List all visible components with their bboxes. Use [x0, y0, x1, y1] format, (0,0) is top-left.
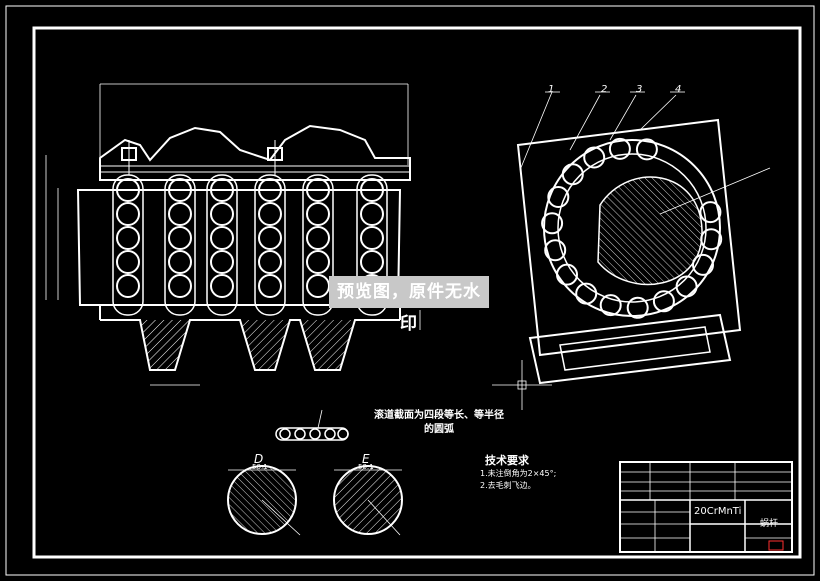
ball	[168, 226, 192, 250]
ball-track	[206, 174, 238, 316]
chain-note: 滚道截面为四段等长、等半径	[374, 410, 504, 421]
ball	[360, 178, 384, 202]
ring-ball	[575, 282, 598, 305]
part-name-label: 蜗杆	[760, 519, 779, 529]
ring-ball	[544, 239, 567, 262]
ball	[258, 226, 282, 250]
callout-1: 1	[548, 84, 555, 95]
tech-requirement-1: 1.未注倒角为2×45°;	[480, 469, 557, 478]
tech-requirement-2: 2.去毛刺飞边。	[480, 481, 536, 490]
ring-ball	[699, 201, 722, 224]
ball	[306, 202, 330, 226]
ball	[306, 250, 330, 274]
ball	[168, 274, 192, 298]
detail-d	[227, 465, 301, 536]
ball	[116, 226, 140, 250]
ball-track	[356, 174, 388, 316]
detail-e	[333, 465, 403, 536]
ball	[210, 226, 234, 250]
ball	[116, 250, 140, 274]
ball	[258, 202, 282, 226]
ball	[116, 274, 140, 298]
ball-track	[164, 174, 196, 316]
callout-3: 3	[636, 84, 643, 95]
ring-ball	[583, 146, 606, 169]
ball-track	[254, 174, 286, 316]
ball	[360, 202, 384, 226]
ball	[210, 202, 234, 226]
ring-ball	[561, 163, 584, 186]
ball	[258, 178, 282, 202]
callout-4: 4	[675, 84, 682, 95]
title-block	[619, 461, 793, 553]
ring-ball	[547, 186, 570, 208]
ball	[210, 250, 234, 274]
ring-ball	[700, 228, 723, 251]
detail-e-letter: E	[362, 452, 370, 466]
ball	[168, 202, 192, 226]
worm-side-view	[492, 91, 771, 410]
ball-track	[112, 174, 144, 316]
ball	[116, 178, 140, 202]
ring-ball	[675, 275, 698, 298]
ball	[258, 274, 282, 298]
ring-ball	[608, 137, 631, 160]
ball	[306, 274, 330, 298]
ring-ball	[635, 138, 658, 161]
callout-2: 2	[601, 84, 608, 95]
detail-d-scale: 50:1	[252, 463, 268, 471]
ball-track	[302, 174, 334, 316]
sheet-border	[5, 5, 815, 576]
ball	[360, 226, 384, 250]
chain-detail	[275, 409, 349, 441]
ring-ball	[599, 294, 622, 317]
ball	[168, 178, 192, 202]
ball	[258, 250, 282, 274]
worm-front-view	[45, 83, 421, 386]
ball	[210, 178, 234, 202]
preview-watermark: 预览图，原件无水印	[329, 276, 489, 334]
chain-note-2: 的圆弧	[424, 424, 454, 435]
ball	[306, 178, 330, 202]
ring-ball	[541, 212, 564, 235]
ring-ball	[692, 253, 714, 276]
tech-requirements-title: 技术要求	[485, 454, 529, 467]
ball	[168, 250, 192, 274]
ring-ball	[652, 290, 675, 313]
detail-e-scale: 50:1	[358, 463, 374, 471]
ring-ball	[626, 296, 649, 319]
ball	[306, 226, 330, 250]
ring-ball	[556, 263, 578, 286]
ball	[360, 250, 384, 274]
ball	[116, 202, 140, 226]
detail-d-letter: D	[254, 452, 264, 466]
ball	[210, 274, 234, 298]
material-label: 20CrMnTi	[694, 506, 742, 517]
